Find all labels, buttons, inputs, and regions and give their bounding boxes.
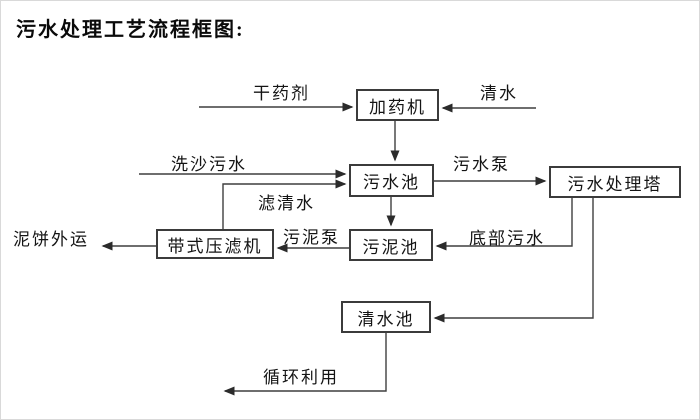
edge-tower-to-clean-water-pool: [433, 198, 594, 323]
flow-label-sludge-pump: 污泥泵: [283, 228, 340, 247]
flow-label-clean-water: 清水: [480, 84, 518, 103]
edge-press-to-sewage-pool-filtered-water: [222, 179, 347, 229]
flow-label-dry-chemical: 干药剂: [253, 84, 310, 103]
node-sewage-pool: 污水池: [349, 164, 434, 197]
node-dosing-machine: 加药机: [356, 89, 439, 121]
flow-label-sand-washing-sewage: 洗沙污水: [171, 155, 247, 174]
flow-label-recycle-reuse: 循环利用: [263, 368, 339, 387]
flow-label-mud-cake-out: 泥饼外运: [13, 230, 89, 249]
edge-clean-water-pool-to-recycle: [223, 333, 387, 396]
page-title: 污水处理工艺流程框图:: [16, 19, 245, 41]
node-treatment-tower: 污水处理塔: [549, 166, 681, 198]
node-sludge-pool: 污泥池: [349, 229, 433, 261]
flow-label-filtered-water: 滤清水: [258, 194, 315, 213]
flow-label-sewage-pump: 污水泵: [453, 155, 510, 174]
flow-label-bottom-sewage: 底部污水: [469, 229, 545, 248]
edge-tower-to-sludge-pool-bottom-sewage: [435, 198, 573, 251]
node-clean-water-pool: 清水池: [341, 301, 431, 333]
node-belt-filter-press: 带式压滤机: [156, 229, 274, 259]
